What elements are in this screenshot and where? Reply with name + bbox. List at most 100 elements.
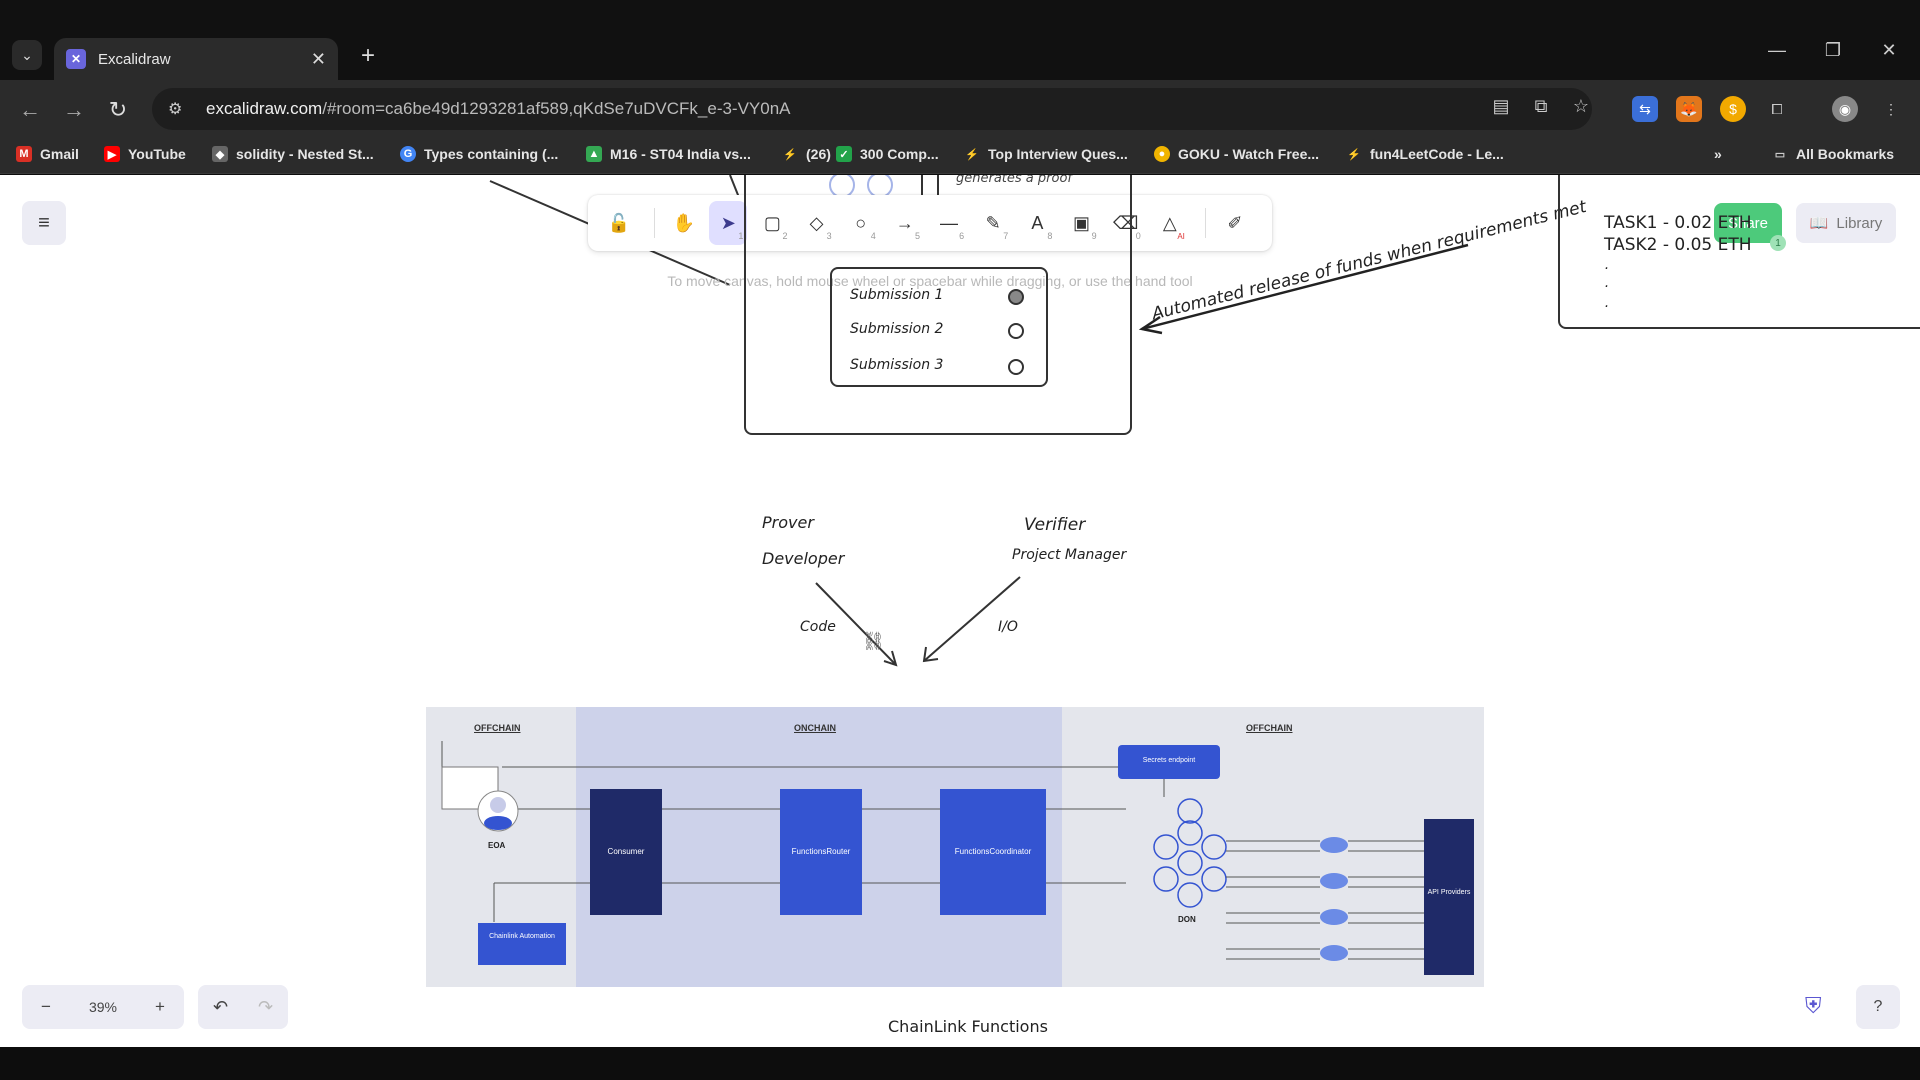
goku-icon: ● xyxy=(1154,146,1170,162)
url-text: excalidraw.com/#room=ca6be49d1293281af58… xyxy=(206,99,791,118)
excalidraw-canvas[interactable]: ⛓ generates a proof ≡ 🔓 ✋ ➤1 ▢2 ◇3 ○4 →5… xyxy=(0,175,1920,1047)
forward-button[interactable]: → xyxy=(63,97,85,122)
shapes-ai-tool-icon[interactable]: △AI xyxy=(1162,212,1185,242)
partial-text-label: generates a proof xyxy=(956,175,1072,186)
minimize-button[interactable]: — xyxy=(1768,40,1786,60)
bookmark-m16[interactable]: ▲M16 - ST04 India vs... xyxy=(586,146,751,162)
task-1-label: TASK1 - 0.02 ETH xyxy=(1604,213,1752,233)
clipboard-icon[interactable]: ▤ xyxy=(1492,96,1510,116)
bookmark-goku[interactable]: ●GOKU - Watch Free... xyxy=(1154,146,1319,162)
chainlink-functions-diagram[interactable]: OFFCHAIN ONCHAIN OFFCHAIN EOA Consumer F… xyxy=(426,707,1484,987)
verifier-label: Verifier xyxy=(1024,515,1086,535)
pencil-tool-icon[interactable]: ✎7 xyxy=(985,212,1009,242)
ellipsis-dot: · xyxy=(1604,279,1609,295)
all-bookmarks-button[interactable]: ▭All Bookmarks xyxy=(1772,146,1894,162)
maximize-button[interactable]: ❐ xyxy=(1824,40,1842,60)
collaborator-count-badge: 1 xyxy=(1770,235,1786,251)
undo-redo-controls: ↶ ↷ xyxy=(198,985,288,1029)
google-icon: G xyxy=(400,146,416,162)
tab-strip: ⌄ ✕ Excalidraw ✕ + — ❐ ✕ xyxy=(0,0,1920,80)
diamond-tool-icon[interactable]: ◇3 xyxy=(809,212,832,242)
bookmark-solidity[interactable]: ◆solidity - Nested St... xyxy=(212,146,374,162)
consumer-label: Consumer xyxy=(607,847,645,856)
bookmark-star-icon[interactable]: ☆ xyxy=(1572,96,1590,116)
bookmark-26[interactable]: ⚡(26) xyxy=(783,146,831,162)
task-2-label: TASK2 - 0.05 ETH xyxy=(1604,235,1752,255)
tab-close-icon[interactable]: ✕ xyxy=(310,48,326,69)
project-manager-label: Project Manager xyxy=(1012,547,1127,563)
functions-coordinator-label: FunctionsCoordinator xyxy=(954,847,1032,856)
bookmark-300-comp[interactable]: ✓300 Comp... xyxy=(836,146,939,162)
prover-label: Prover xyxy=(762,513,814,532)
address-bar[interactable]: ⚙ excalidraw.com/#room=ca6be49d1293281af… xyxy=(152,88,1592,130)
io-arrow xyxy=(923,576,1021,662)
reload-button[interactable]: ↻ xyxy=(108,97,128,122)
submission-2-radio-icon[interactable] xyxy=(1008,323,1024,339)
redo-icon[interactable]: ↷ xyxy=(257,996,274,1017)
bookmark-fun4leetcode[interactable]: ⚡fun4LeetCode - Le... xyxy=(1347,146,1504,162)
cast-icon[interactable]: ⧉ xyxy=(1534,96,1548,116)
help-button[interactable]: ? xyxy=(1856,985,1900,1029)
lock-tool-icon[interactable]: 🔓 xyxy=(607,212,631,233)
book-icon: 📖 xyxy=(1809,215,1829,232)
site-settings-icon[interactable]: ⚙ xyxy=(168,101,183,118)
code-label: Code xyxy=(800,619,836,635)
bookmark-youtube[interactable]: ▶YouTube xyxy=(104,146,186,162)
svg-text:⛓: ⛓ xyxy=(862,631,885,651)
zoom-level[interactable]: 39% xyxy=(88,999,118,1015)
sketch-lines: ⛓ xyxy=(489,175,1469,667)
ellipsis-dot: · xyxy=(1604,299,1609,315)
bookmark-top-interview[interactable]: ⚡Top Interview Ques... xyxy=(965,146,1128,162)
menu-kebab-icon[interactable]: ⋮ xyxy=(1884,100,1898,117)
tab-excalidraw[interactable]: ✕ Excalidraw ✕ xyxy=(54,38,338,80)
extension-translate-icon[interactable]: ⇆ xyxy=(1632,96,1658,122)
canvas-hint: To move canvas, hold mouse wheel or spac… xyxy=(667,273,1193,289)
chainlink-diagram-graphic xyxy=(426,707,1484,987)
gmail-icon: M xyxy=(16,146,32,162)
main-menu-button[interactable]: ≡ xyxy=(22,201,66,245)
laser-pointer-icon[interactable]: ✐ xyxy=(1227,212,1243,233)
library-button[interactable]: 📖Library xyxy=(1796,203,1896,243)
undo-icon[interactable]: ↶ xyxy=(212,996,229,1017)
outer-sketch-box[interactable] xyxy=(744,175,1132,435)
secrets-endpoint-label: Secrets endpoint xyxy=(1142,757,1196,764)
toolbar-divider xyxy=(1204,208,1206,238)
leetcode-icon: ⚡ xyxy=(1347,148,1361,161)
profile-avatar[interactable]: ◉ xyxy=(1832,96,1858,122)
release-arrow xyxy=(1141,243,1469,331)
image-tool-icon[interactable]: ▣9 xyxy=(1073,212,1097,242)
arrow-tool-icon[interactable]: →5 xyxy=(895,212,920,242)
ellipse-tool-icon[interactable]: ○4 xyxy=(855,212,876,242)
eraser-tool-icon[interactable]: ⌫0 xyxy=(1112,212,1141,242)
extensions-puzzle-icon[interactable]: ⧠ xyxy=(1771,100,1783,117)
submissions-box[interactable] xyxy=(830,267,1048,387)
tab-title: Excalidraw xyxy=(98,50,171,68)
new-tab-button[interactable]: + xyxy=(360,42,375,69)
hand-tool-icon[interactable]: ✋ xyxy=(672,212,696,233)
bookmarks-overflow-icon[interactable]: » xyxy=(1714,146,1722,162)
checkmark-icon: ✓ xyxy=(836,146,852,162)
submission-3-radio-icon[interactable] xyxy=(1008,359,1024,375)
shield-icon[interactable]: ⛨ xyxy=(1805,993,1822,1018)
back-button[interactable]: ← xyxy=(19,97,41,122)
chainlink-automation-label: Chainlink Automation xyxy=(489,933,555,940)
chainlink-functions-caption: ChainLink Functions xyxy=(888,1017,1048,1036)
zoom-in-button[interactable]: + xyxy=(155,997,165,1016)
submission-1-radio-icon[interactable] xyxy=(1008,289,1024,305)
share-button[interactable]: Share xyxy=(1714,203,1782,243)
rectangle-tool-icon[interactable]: ▢2 xyxy=(763,212,788,242)
line-tool-icon[interactable]: —6 xyxy=(940,212,965,242)
excalidraw-favicon-icon: ✕ xyxy=(66,49,86,69)
selection-tool-icon[interactable]: ➤1 xyxy=(709,201,748,245)
zoom-out-button[interactable]: − xyxy=(41,997,51,1016)
extension-coin-icon[interactable]: $ xyxy=(1720,96,1746,122)
extension-metamask-icon[interactable]: 🦊 xyxy=(1676,96,1702,122)
drive-icon: ▲ xyxy=(586,146,602,162)
tasks-box[interactable] xyxy=(1558,175,1920,329)
close-window-button[interactable]: ✕ xyxy=(1881,40,1897,60)
tab-search-button[interactable]: ⌄ xyxy=(12,40,42,70)
